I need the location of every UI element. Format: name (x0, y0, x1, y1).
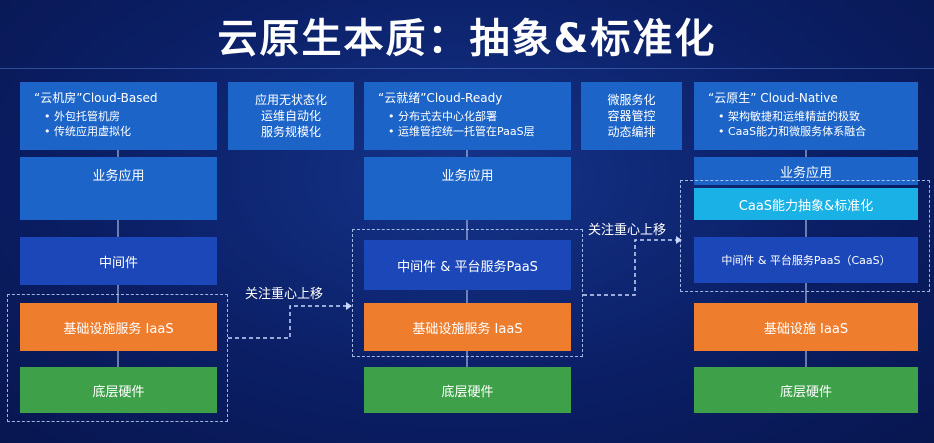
focus-frame (680, 180, 930, 292)
layer-middleware-paas: 中间件 & 平台服务PaaS (364, 240, 571, 290)
layer-iaas: 基础设施 IaaS (694, 303, 918, 351)
transition-line: 运维自动化 (260, 109, 321, 123)
transition-line: 服务规模化 (260, 125, 321, 139)
column-header-title: “云原生” Cloud-Native (708, 91, 838, 105)
focus-frame (7, 294, 228, 422)
shift-label: 关注重心上移 (245, 287, 324, 302)
transition-line: 应用无状态化 (254, 93, 327, 107)
layer-business-app: 业务应用 (364, 157, 571, 220)
column-header-cloud-native: “云原生” Cloud-Native 架构敏捷和运维精益的极致 CaaS能力和微… (694, 82, 918, 150)
column-bullet: 传统应用虚拟化 (44, 124, 131, 139)
transition-line: 微服务化 (607, 93, 656, 107)
layer-hardware: 底层硬件 (364, 367, 571, 413)
column-header-title: “云就绪”Cloud-Ready (378, 91, 503, 105)
column-bullet: 运维管控统一托管在PaaS层 (388, 124, 535, 139)
focus-frame (352, 229, 583, 357)
column-bullet: 外包托管机房 (44, 109, 131, 124)
column-bullet: CaaS能力和微服务体系融合 (718, 124, 866, 139)
transition-line: 容器管控 (607, 109, 656, 123)
column-bullet: 架构敏捷和运维精益的极致 (718, 109, 866, 124)
layer-caas-abstraction: CaaS能力抽象&标准化 (694, 188, 918, 220)
layer-hardware: 底层硬件 (20, 367, 217, 413)
layer-iaas: 基础设施服务 IaaS (364, 303, 571, 351)
column-header-title: “云机房”Cloud-Based (34, 91, 158, 105)
shift-label: 关注重心上移 (588, 223, 667, 238)
layer-middleware: 中间件 (20, 237, 217, 285)
layer-business-app: 业务应用 (20, 157, 217, 220)
column-header-cloud-ready: “云就绪”Cloud-Ready 分布式去中心化部署 运维管控统一托管在PaaS… (364, 82, 571, 150)
layer-hardware: 底层硬件 (694, 367, 918, 413)
transition-notes: 应用无状态化 运维自动化 服务规模化 (228, 82, 354, 150)
column-bullet: 分布式去中心化部署 (388, 109, 535, 124)
transition-line: 动态编排 (607, 125, 656, 139)
transition-notes: 微服务化 容器管控 动态编排 (581, 82, 682, 150)
column-header-cloud-based: “云机房”Cloud-Based 外包托管机房 传统应用虚拟化 (20, 82, 217, 150)
title-divider (0, 68, 934, 69)
layer-iaas: 基础设施服务 IaaS (20, 303, 217, 351)
page-title: 云原生本质：抽象&标准化 (217, 16, 717, 62)
layer-middleware-paas-caas: 中间件 & 平台服务PaaS（CaaS） (694, 237, 918, 283)
